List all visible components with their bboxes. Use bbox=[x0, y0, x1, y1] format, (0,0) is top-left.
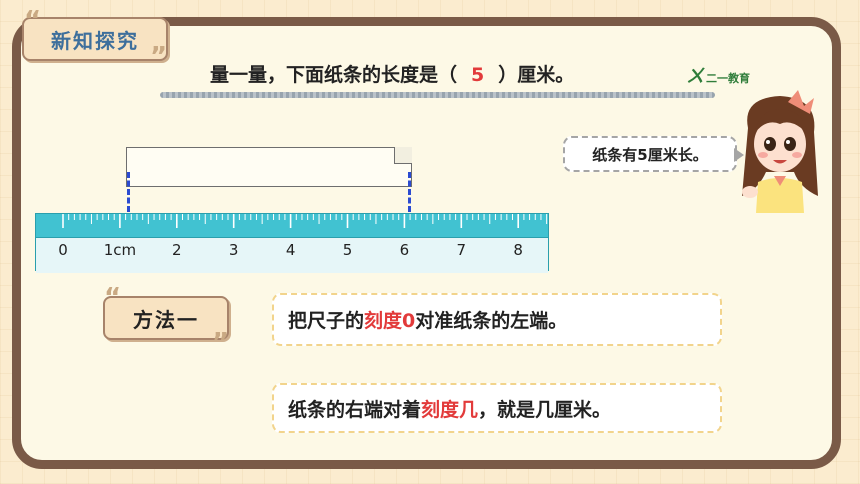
ruler-scale-area bbox=[36, 237, 548, 273]
ruler-label: 4 bbox=[285, 241, 296, 259]
girl-avatar bbox=[742, 90, 818, 213]
step-2-text-end: ，就是几厘米。 bbox=[478, 398, 612, 421]
ruler-label: 5 bbox=[342, 241, 353, 259]
brand-text: 二一教育 bbox=[706, 72, 750, 85]
step-1-text-end: 对准纸条的左端。 bbox=[415, 310, 568, 332]
quote-mark-icon: “ bbox=[24, 6, 42, 36]
quote-mark-icon: ” bbox=[212, 328, 230, 358]
step-2-box: 纸条的右端对着刻度几，就是几厘米。 bbox=[272, 383, 722, 433]
quote-mark-icon: “ bbox=[104, 283, 122, 313]
speech-bubble-tail bbox=[734, 148, 744, 162]
step-1-highlight: 刻度0 bbox=[364, 310, 416, 332]
ruler: 0 1cm 2 3 4 5 6 7 8 bbox=[35, 213, 549, 273]
ruler-label: 1cm bbox=[103, 241, 137, 259]
step-2-highlight: 刻度几 bbox=[421, 398, 479, 421]
paper-strip bbox=[126, 147, 412, 187]
right-edge-dashed-line bbox=[408, 172, 411, 212]
question-text: 量一量，下面纸条的长度是（ 5 ）厘米。 bbox=[210, 60, 574, 87]
ruler-ticks bbox=[62, 214, 548, 228]
underline-decoration bbox=[160, 92, 715, 98]
step-1-text: 把尺子的 bbox=[288, 310, 365, 332]
quote-mark-icon: ” bbox=[150, 42, 168, 72]
brand-logo: ㄨ二一教育 bbox=[686, 62, 750, 88]
speech-bubble: 纸条有5厘米长。 bbox=[563, 136, 737, 172]
ruler-label: 8 bbox=[513, 241, 523, 259]
question-prefix: 量一量，下面纸条的长度是（ bbox=[210, 64, 458, 86]
ruler-label: 0 bbox=[58, 241, 68, 259]
question-suffix: ）厘米。 bbox=[498, 64, 575, 86]
answer-value: 5 bbox=[471, 64, 485, 86]
runner-icon: ㄨ bbox=[686, 66, 704, 87]
ruler-label: 2 bbox=[172, 241, 182, 259]
section-title: 新知探究 bbox=[22, 17, 168, 61]
ruler-label: 6 bbox=[399, 241, 410, 259]
left-edge-dashed-line bbox=[127, 172, 130, 212]
ruler-label: 7 bbox=[456, 241, 467, 259]
method-label: 方法一 bbox=[103, 296, 229, 340]
step-2-text: 纸条的右端对着 bbox=[288, 398, 422, 421]
paper-fold-corner bbox=[394, 147, 412, 164]
ruler-label: 3 bbox=[228, 241, 239, 259]
